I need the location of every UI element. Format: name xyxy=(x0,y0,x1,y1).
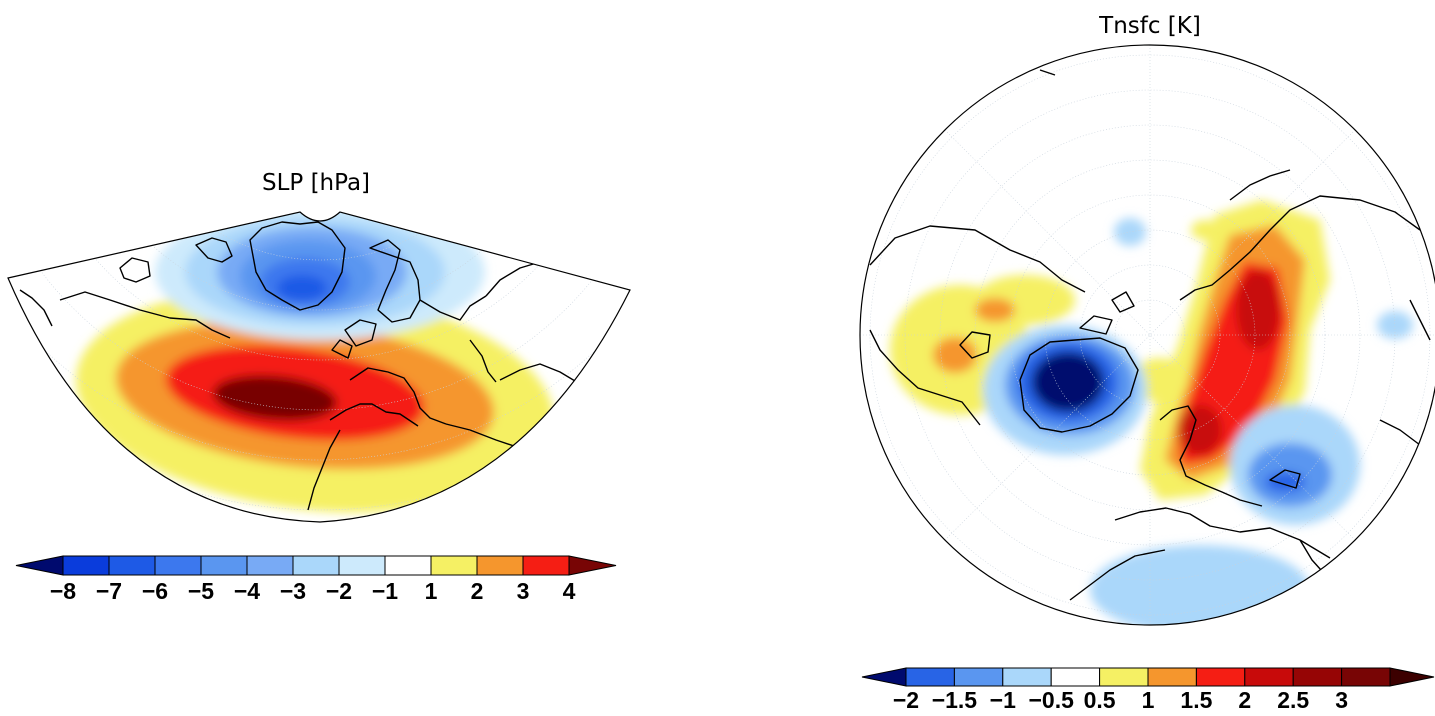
colorbar-tick-label: 1.5 xyxy=(1180,687,1212,713)
colorbar-tick-label: 1 xyxy=(1142,687,1155,713)
colorbar-tick-label: −1 xyxy=(990,687,1016,713)
slp-colorbar-cells xyxy=(15,555,617,576)
colorbar-tick-label: 0.5 xyxy=(1084,687,1116,713)
colorbar-cell xyxy=(384,555,432,576)
colorbar-cell xyxy=(1244,667,1294,687)
tnsfc-cold-4 xyxy=(1032,352,1104,412)
colorbar-tick-label: −1.5 xyxy=(932,687,978,713)
colorbar-tick-label: −6 xyxy=(142,578,168,604)
colorbar-tick-label: −7 xyxy=(96,578,122,604)
colorbar-cell xyxy=(108,555,156,576)
colorbar-cell xyxy=(430,555,478,576)
colorbar-cell xyxy=(292,555,340,576)
colorbar-cell xyxy=(154,555,202,576)
colorbar-cell xyxy=(200,555,248,576)
slp-colorbar: −8 −7 −6 −5 −4 −3 −2 −1 1 2 3 4 xyxy=(15,555,617,604)
colorbar-cell xyxy=(1292,667,1343,687)
tnsfc-map-boundary xyxy=(859,44,1435,626)
tnsfc-warm-na-4 xyxy=(975,298,1015,322)
colorbar-overflow-triangle xyxy=(568,555,617,576)
colorbar-tick-label: 1 xyxy=(425,578,438,604)
tnsfc-shading xyxy=(890,200,1413,625)
slp-colorbar-labels: −8 −7 −6 −5 −4 −3 −2 −1 1 2 3 4 xyxy=(50,578,576,604)
slp-panel: SLP [hPa] xyxy=(7,170,631,604)
colorbar-cell xyxy=(476,555,524,576)
tnsfc-warm-4b xyxy=(1178,405,1222,455)
tnsfc-warm-4 xyxy=(1236,270,1280,350)
colorbar-tick-label: −0.5 xyxy=(1028,687,1074,713)
tnsfc-graticule xyxy=(860,45,1435,625)
tnsfc-title: Tnsfc [K] xyxy=(1098,13,1201,39)
colorbar-tick-label: −1 xyxy=(372,578,398,604)
slp-map xyxy=(7,211,631,523)
colorbar-cell xyxy=(62,555,110,576)
colorbar-cell xyxy=(1099,667,1149,687)
colorbar-tick-label: 2 xyxy=(471,578,484,604)
tnsfc-colorbar-cells xyxy=(861,667,1435,687)
colorbar-cell xyxy=(1341,667,1391,687)
tnsfc-panel: Tnsfc [K] xyxy=(859,13,1435,713)
slp-map-boundary xyxy=(7,211,631,523)
colorbar-tick-label: −2 xyxy=(326,578,352,604)
colorbar-cell xyxy=(1195,667,1246,687)
colorbar-cell xyxy=(246,555,294,576)
colorbar-tick-label: −3 xyxy=(280,578,306,604)
colorbar-tick-label: 2.5 xyxy=(1277,687,1309,713)
colorbar-tick-label: −5 xyxy=(188,578,214,604)
slp-contour-4 xyxy=(213,375,337,421)
colorbar-cell xyxy=(1050,667,1101,687)
colorbar-tick-label: −2 xyxy=(893,687,919,713)
colorbar-tick-label: 3 xyxy=(1335,687,1348,713)
colorbar-cell xyxy=(338,555,386,576)
colorbar-cell xyxy=(953,667,1004,687)
colorbar-overflow-triangle xyxy=(1389,667,1435,687)
colorbar-tick-label: 3 xyxy=(517,578,530,604)
colorbar-underflow-triangle xyxy=(15,555,64,576)
colorbar-tick-label: 4 xyxy=(563,578,576,604)
colorbar-cell xyxy=(1002,667,1052,687)
tnsfc-warm-top xyxy=(1191,220,1219,240)
colorbar-tick-label: −8 xyxy=(50,578,76,604)
tnsfc-map xyxy=(859,44,1435,626)
tnsfc-colorbar: −2 −1.5 −1 −0.5 0.5 1 1.5 2 2.5 3 xyxy=(861,667,1435,713)
tnsfc-coastlines xyxy=(869,69,1431,601)
colorbar-tick-label: 2 xyxy=(1238,687,1251,713)
tnsfc-colorbar-labels: −2 −1.5 −1 −0.5 0.5 1 1.5 2 2.5 3 xyxy=(893,687,1348,713)
slp-contour-neg-6 xyxy=(277,275,327,301)
colorbar-cell xyxy=(522,555,570,576)
colorbar-cell xyxy=(1147,667,1197,687)
slp-graticule xyxy=(8,212,630,511)
tnsfc-cold-africa xyxy=(1090,545,1310,625)
colorbar-underflow-triangle xyxy=(861,667,907,687)
colorbar-cell xyxy=(905,667,955,687)
tnsfc-warm-na-3 xyxy=(933,337,977,373)
slp-title: SLP [hPa] xyxy=(262,170,370,196)
slp-shading xyxy=(76,212,554,520)
tnsfc-cold-east xyxy=(1377,311,1413,339)
colorbar-tick-label: −4 xyxy=(234,578,260,604)
